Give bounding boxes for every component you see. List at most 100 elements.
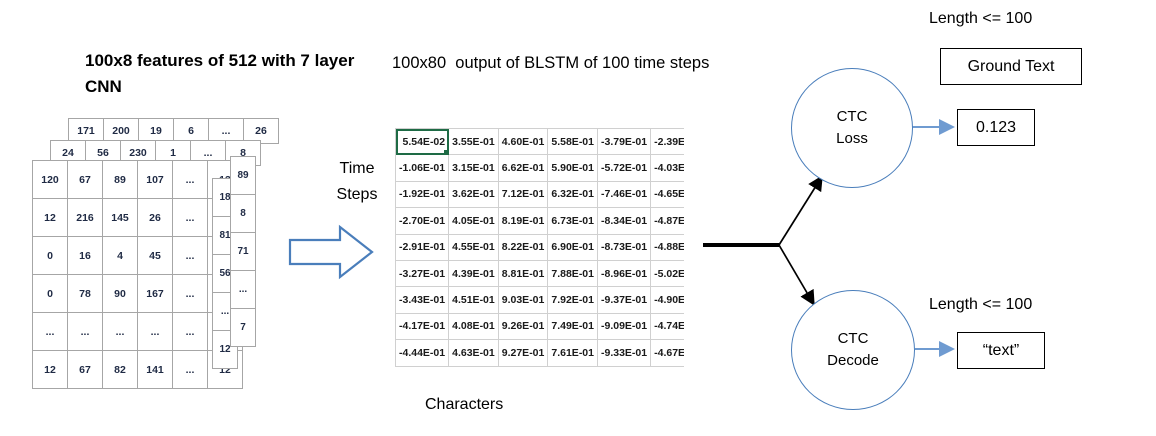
sheet-cell[interactable]: 6.90E-01 [547,233,598,261]
matrix-cell: 45 [137,236,173,275]
loss-value-box[interactable]: 0.123 [957,109,1035,146]
sheet-cell[interactable]: -9.09E-01 [596,312,652,341]
matrix-cell: ... [172,198,208,237]
matrix-cell: 82 [102,350,138,389]
sheet-cell[interactable]: 7.92E-01 [547,286,598,314]
length-label-bottom: Length <= 100 [929,296,1033,313]
cell-fill-handle[interactable] [444,150,448,154]
length-label-top: Length <= 100 [929,10,1033,27]
sheet-cell[interactable]: 9.27E-01 [497,339,549,367]
sheet-cell[interactable]: -3.27E-01 [395,259,450,288]
sheet-cell[interactable]: -2.70E-01 [395,207,450,235]
sheet-cell[interactable]: 3.15E-01 [448,154,499,182]
ctc-loss-node[interactable]: CTC Loss [791,68,913,188]
sheet-cell[interactable]: -5.02E-01 [650,259,684,288]
matrix-cell: 7 [230,308,256,347]
sheet-cell[interactable]: 8.22E-01 [497,233,549,261]
sheet-cell[interactable]: -3.43E-01 [395,286,450,314]
sheet-cell[interactable]: 5.58E-01 [547,128,598,156]
matrix-cell: ... [230,270,256,309]
sheet-cell[interactable]: 4.05E-01 [448,207,499,235]
matrix-cell: 4 [102,236,138,275]
matrix-cell: 145 [102,198,138,237]
characters-label: Characters [425,396,504,413]
sheet-cell[interactable]: -4.90E-01 [650,286,684,314]
sheet-cell[interactable]: -8.34E-01 [596,207,652,235]
sheet-cell[interactable]: 7.49E-01 [547,312,598,341]
sheet-cell[interactable]: 6.73E-01 [547,207,598,235]
ctc-decode-node[interactable]: CTC Decode [791,290,915,410]
sheet-cell[interactable]: -8.96E-01 [596,259,652,288]
sheet-cell[interactable]: 3.55E-01 [448,128,499,156]
sheet-cell[interactable]: -9.37E-01 [596,286,652,314]
matrix-cell: 171 [68,118,104,144]
sheet-cell[interactable]: -2.39E-01 [650,128,684,156]
sheet-cell[interactable]: 7.88E-01 [547,259,598,288]
matrix-cell: ... [102,312,138,351]
matrix-cell: 12 [32,350,68,389]
sheet-cell[interactable]: -3.79E-01 [596,128,652,156]
table-row: 71 [230,232,256,271]
sheet-cell[interactable]: -4.67E-01 [650,339,684,367]
sheet-cell[interactable]: 4.51E-01 [448,286,499,314]
sheet-cell[interactable]: -7.46E-01 [596,180,652,209]
sheet-cell[interactable]: -4.17E-01 [395,312,450,341]
decoded-text-box[interactable]: “text” [957,332,1045,369]
sheet-cell[interactable]: 7.61E-01 [547,339,598,367]
selected-cell[interactable]: 5.54E-02 [395,128,450,156]
sheet-cell[interactable]: 4.08E-01 [448,312,499,341]
sheet-cell[interactable]: -9.33E-01 [596,339,652,367]
blstm-title: 100x80 output of BLSTM of 100 time steps [392,54,710,72]
sheet-cell[interactable]: -1.92E-01 [395,180,450,209]
sheet-cell[interactable]: 4.63E-01 [448,339,499,367]
sheet-cell[interactable]: 9.03E-01 [497,286,549,314]
sheet-cell[interactable]: -4.44E-01 [395,339,450,367]
table-row: ... [230,270,256,309]
time-steps-line2: Steps [336,186,378,203]
sheet-cell[interactable]: 8.81E-01 [497,259,549,288]
ctc-loss-label-line2: Loss [836,130,868,147]
sheet-cell[interactable]: 4.60E-01 [497,128,549,156]
sheet-cell[interactable]: 8.19E-01 [497,207,549,235]
sheet-cell[interactable]: -2.91E-01 [395,233,450,261]
trunk-connector-line [703,243,779,247]
sheet-cell[interactable]: 7.12E-01 [497,180,549,209]
sheet-cell[interactable]: -4.88E-01 [650,233,684,261]
matrix-cell: 78 [67,274,103,313]
matrix-cell: 26 [137,198,173,237]
sheet-cell[interactable]: -4.65E-01 [650,180,684,209]
sheet-cell[interactable]: 4.55E-01 [448,233,499,261]
matrix-cell: ... [67,312,103,351]
sheet-cell[interactable]: -8.73E-01 [596,233,652,261]
sheet-cell[interactable]: -4.87E-01 [650,207,684,235]
sheet-cell[interactable]: 3.62E-01 [448,180,499,209]
matrix-cell: ... [172,312,208,351]
sheet-cell[interactable]: -1.06E-01 [395,154,450,182]
matrix-cell: 67 [67,160,103,199]
matrix-cell: 167 [137,274,173,313]
matrix-cell: 141 [137,350,173,389]
ground-text-box[interactable]: Ground Text [940,48,1082,85]
sheet-cell[interactable]: 4.39E-01 [448,259,499,288]
sheet-cell[interactable]: -4.03E-01 [650,154,684,182]
sheet-cell[interactable]: 6.62E-01 [497,154,549,182]
matrix-cell: 16 [67,236,103,275]
sheet-cell[interactable]: -4.74E-01 [650,312,684,341]
sheet-cell[interactable]: 6.32E-01 [547,180,598,209]
ctc-decode-label-line1: CTC [837,330,869,347]
matrix-cell: 216 [67,198,103,237]
sheet-cell[interactable]: 9.26E-01 [497,312,549,341]
sheet-cell[interactable]: 5.90E-01 [547,154,598,182]
sheet-cell[interactable]: -5.72E-01 [596,154,652,182]
